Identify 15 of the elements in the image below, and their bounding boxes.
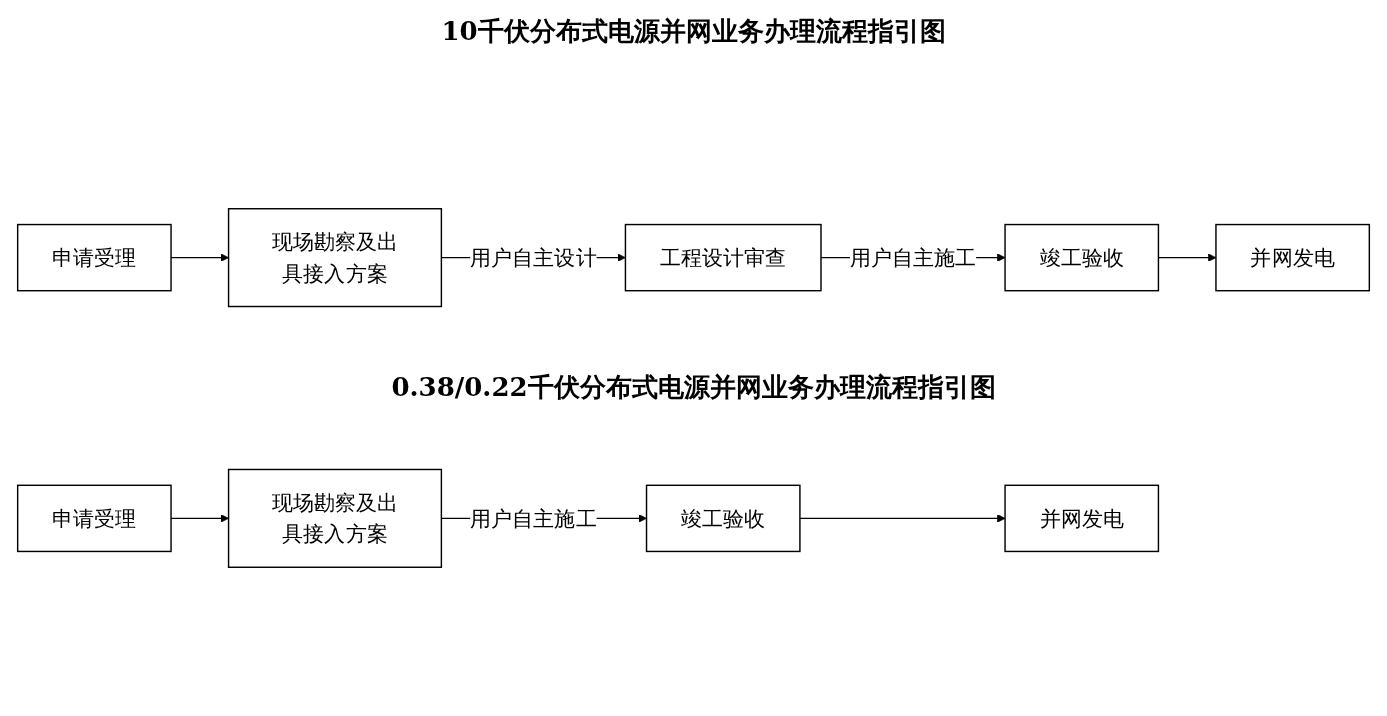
node-box: 竣工验收 — [1004, 223, 1160, 292]
node-box: 并网发电 — [1215, 223, 1371, 292]
diagram-title: 10千伏分布式电源并网业务办理流程指引图 — [441, 15, 946, 48]
node-box: 现场勘察及出具接入方案 — [227, 468, 443, 568]
edge-label: 用户自主设计 — [470, 245, 597, 270]
node-box: 申请受理 — [16, 223, 172, 292]
node-box: 竣工验收 — [645, 484, 801, 553]
edge-label: 用户自主施工 — [849, 245, 977, 270]
node-box: 现场勘察及出具接入方案 — [227, 208, 443, 308]
node-box: 工程设计审查 — [624, 223, 822, 292]
edge-label: 用户自主施工 — [470, 506, 597, 531]
node-box: 申请受理 — [16, 484, 172, 553]
diagram-heading: 0.38/0.22千伏分布式电源并网业务办理流程指引图 — [391, 371, 996, 404]
node-box: 并网发电 — [1004, 484, 1160, 553]
arrow — [799, 514, 1006, 523]
